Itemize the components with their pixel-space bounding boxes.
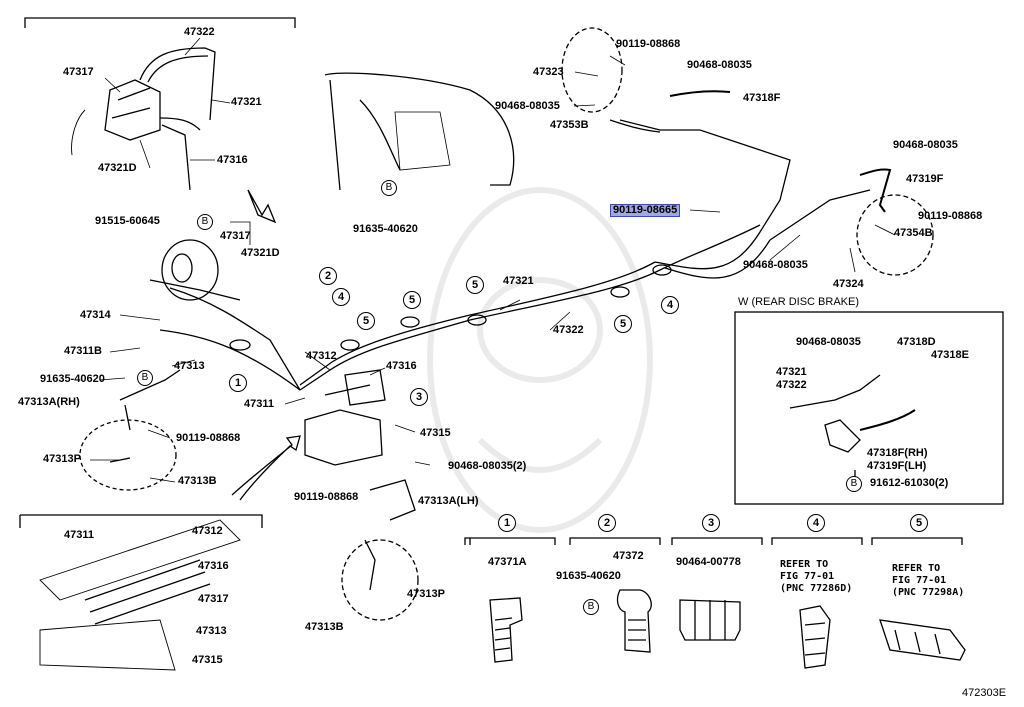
part-label[interactable]: 47317 [198, 593, 229, 605]
part-label[interactable]: 91515-60645 [95, 215, 160, 227]
bolt-marker-icon: B [381, 180, 397, 196]
part-label[interactable]: 47318F(RH) [867, 447, 928, 459]
part-label[interactable]: 91635-40620 [556, 570, 621, 582]
part-label[interactable]: 47313P [43, 453, 81, 465]
part-label[interactable]: 47317 [63, 66, 94, 78]
clip-callout-4[interactable]: 4 [661, 296, 679, 314]
part-label[interactable]: 90119-08868 [616, 38, 681, 50]
part-label[interactable]: 90119-08868 [294, 491, 359, 503]
part-label[interactable]: 47316 [198, 560, 229, 572]
bolt-marker-icon: B [583, 599, 599, 615]
part-label[interactable]: 47323 [533, 66, 564, 78]
part-label[interactable]: 90119-08868 [176, 432, 241, 444]
clip-legend-4: 4 [807, 514, 825, 532]
part-label[interactable]: 90464-00778 [676, 556, 741, 568]
part-label[interactable]: 47315 [192, 654, 223, 666]
clip-callout-5[interactable]: 5 [357, 312, 375, 330]
clip-legend-1: 1 [498, 514, 516, 532]
part-label[interactable]: 47317 [220, 230, 251, 242]
part-label[interactable]: 47322 [184, 26, 215, 38]
refer-note-5: REFER TO FIG 77-01 (PNC 77298A) [892, 563, 965, 598]
part-label[interactable]: 90119-08868 [918, 210, 983, 222]
part-label[interactable]: 90468-08035 [495, 100, 560, 112]
part-label[interactable]: 47321D [241, 247, 280, 259]
part-label[interactable]: 91635-40620 [40, 373, 105, 385]
highlighted-part-label[interactable]: 90119-08665 [610, 204, 681, 217]
part-label[interactable]: 91612-61030(2) [870, 477, 949, 489]
clip-callout-5[interactable]: 5 [614, 315, 632, 333]
clip-callout-3[interactable]: 3 [410, 388, 428, 406]
part-label[interactable]: 47318E [931, 349, 969, 361]
part-label[interactable]: 47324 [833, 278, 864, 290]
rear-disc-title: W (REAR DISC BRAKE) [738, 296, 860, 308]
clip-legend-2: 2 [598, 514, 616, 532]
part-label[interactable]: 47322 [553, 324, 584, 336]
clip-legend-5: 5 [910, 514, 928, 532]
part-label[interactable]: 47321 [503, 275, 534, 287]
part-label[interactable]: 47311 [64, 529, 94, 541]
part-label[interactable]: 47322 [776, 379, 807, 391]
clip-callout-4[interactable]: 4 [332, 288, 350, 306]
part-label[interactable]: 47372 [613, 550, 644, 562]
part-label[interactable]: 47313B [178, 475, 217, 487]
part-label[interactable]: 47311B [64, 345, 102, 357]
part-label[interactable]: 47319F [906, 173, 944, 185]
part-label[interactable]: 90468-08035 [893, 139, 958, 151]
clip-callout-5[interactable]: 5 [403, 291, 421, 309]
part-label[interactable]: 47312 [306, 350, 337, 362]
clip-callout-5[interactable]: 5 [466, 276, 484, 294]
part-label[interactable]: 47315 [420, 427, 451, 439]
clip-callout-1[interactable]: 1 [229, 374, 247, 392]
part-label[interactable]: 47313B [305, 621, 344, 633]
part-label[interactable]: 47321D [98, 162, 137, 174]
part-label[interactable]: 47353B [550, 119, 589, 131]
clip-callout-2[interactable]: 2 [319, 267, 337, 285]
part-label[interactable]: 47321 [776, 366, 807, 378]
part-label[interactable]: 47316 [386, 360, 417, 372]
part-label[interactable]: 47313 [196, 625, 227, 637]
part-label[interactable]: 91635-40620 [353, 223, 418, 235]
part-label[interactable]: 47318F [743, 92, 781, 104]
part-label[interactable]: 90468-08035 [796, 336, 861, 348]
part-label[interactable]: 47319F(LH) [867, 460, 927, 472]
part-label[interactable]: 47316 [217, 154, 248, 166]
bolt-marker-icon: B [137, 370, 153, 386]
diagram-code: 472303E [962, 687, 1007, 699]
part-label[interactable]: 47311 [244, 398, 274, 410]
part-label[interactable]: 90468-08035 [687, 59, 752, 71]
part-label[interactable]: 47313 [174, 360, 205, 372]
part-label[interactable]: 47313A(LH) [418, 495, 479, 507]
refer-note-4: REFER TO FIG 77-01 (PNC 77286D) [780, 559, 853, 594]
clip-legend-3: 3 [702, 514, 720, 532]
part-label[interactable]: 47314 [80, 309, 111, 321]
part-label[interactable]: 47313A(RH) [18, 396, 80, 408]
part-label[interactable]: 47354B [894, 227, 933, 239]
part-label[interactable]: 90468-08035(2) [448, 460, 527, 472]
bolt-marker-icon: B [197, 214, 213, 230]
part-label[interactable]: 47371A [488, 556, 527, 568]
bolt-marker-icon: B [846, 476, 862, 492]
watermark-emblem [427, 187, 653, 533]
part-label[interactable]: 47318D [897, 336, 936, 348]
part-label[interactable]: 47312 [192, 525, 223, 537]
part-label[interactable]: 47313P [407, 588, 445, 600]
part-label[interactable]: 47321 [231, 96, 262, 108]
part-label[interactable]: 90468-08035 [743, 259, 808, 271]
